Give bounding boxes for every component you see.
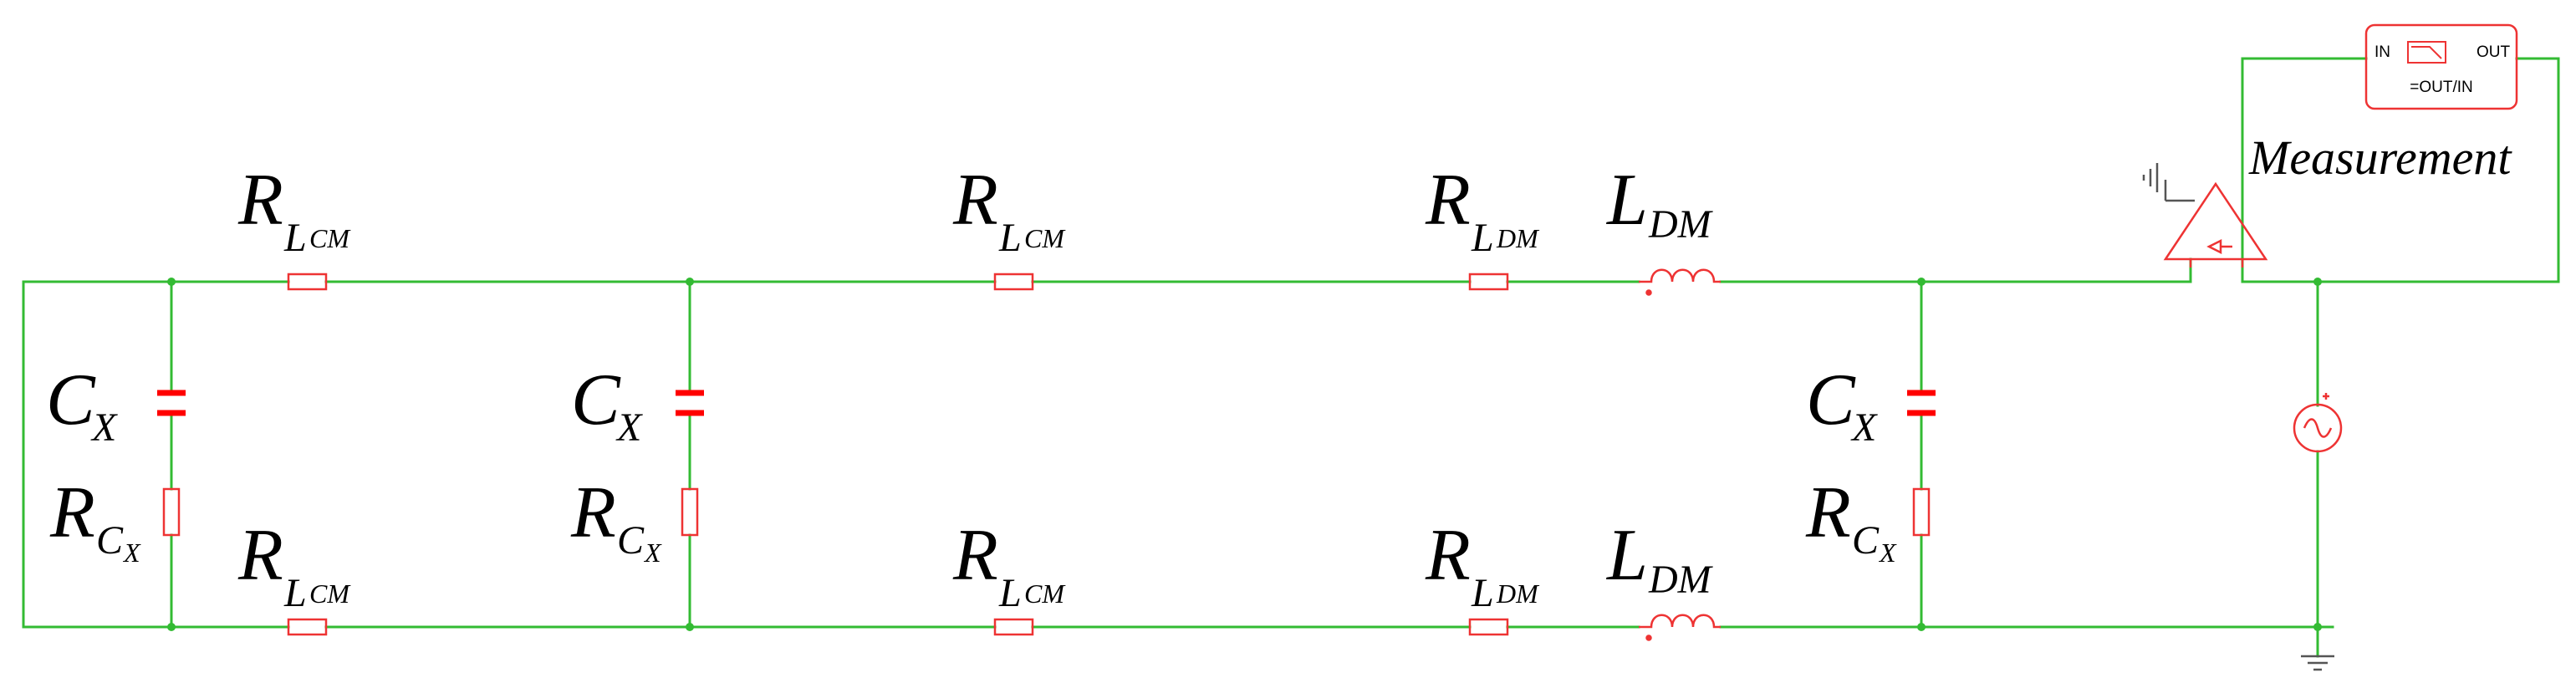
resistor-icon — [993, 273, 1034, 291]
shunt-resistor-icon — [162, 487, 1931, 537]
svg-text:C: C — [1806, 359, 1856, 441]
junction-dot — [2313, 623, 2322, 631]
measurement-in-label: IN — [2375, 43, 2390, 61]
wire-left-frame — [22, 280, 173, 629]
svg-text:CM: CM — [1024, 578, 1066, 609]
svg-text:L: L — [283, 216, 307, 260]
svg-text:L: L — [998, 571, 1022, 615]
svg-text:X: X — [122, 538, 141, 568]
op-amp-ground-icon — [2142, 163, 2195, 202]
label-ldm-bottom: L DM — [1605, 515, 1714, 602]
svg-text:R: R — [1805, 472, 1851, 553]
svg-text:L: L — [283, 571, 307, 615]
label-rldm-top: R L DM — [1425, 160, 1540, 260]
filter-icon — [2407, 41, 2446, 64]
resistor-icon — [993, 618, 1034, 636]
svg-text:R: R — [952, 515, 998, 596]
inductor-icon — [1639, 268, 1721, 296]
wires — [22, 57, 2560, 658]
label-cx-2: C X — [571, 359, 643, 450]
ground-icon — [2301, 655, 2334, 671]
svg-text:C: C — [96, 518, 124, 563]
label-rlcm-top-1: R L CM — [237, 160, 351, 260]
svg-text:X: X — [1878, 538, 1897, 568]
label-cx-1: C X — [46, 359, 118, 450]
svg-text:X: X — [643, 538, 662, 568]
svg-text:R: R — [237, 515, 283, 596]
label-ldm-top: L DM — [1605, 160, 1714, 247]
svg-text:C: C — [571, 359, 621, 441]
label-rldm-bottom: R L DM — [1425, 515, 1540, 615]
wire-measure-out — [2241, 257, 2319, 407]
svg-text:C: C — [46, 359, 96, 441]
junction-dot — [167, 623, 176, 631]
resistor-icon — [1468, 618, 1509, 636]
label-rcx-2: R C X — [570, 472, 662, 568]
wire-measure-loop-right — [2316, 57, 2560, 283]
shunt-components — [157, 390, 1936, 537]
svg-text:CM: CM — [309, 223, 351, 253]
label-rlcm-bottom-1: R L CM — [237, 515, 351, 615]
junction-dot — [1917, 623, 1926, 631]
measurement-label: Measurement — [2248, 130, 2512, 185]
junction-dot — [686, 623, 694, 631]
svg-text:L: L — [1471, 216, 1494, 260]
label-rcx-1: R C X — [49, 472, 141, 568]
ac-source-icon — [2293, 393, 2343, 453]
svg-text:L: L — [1605, 160, 1648, 241]
svg-text:CM: CM — [309, 578, 351, 609]
svg-text:CM: CM — [1024, 223, 1066, 253]
measurement-formula: =OUT/IN — [2410, 79, 2472, 96]
op-amp-icon — [2163, 181, 2268, 268]
svg-text:DM: DM — [1648, 558, 1714, 602]
measurement-box-frame — [2364, 23, 2518, 110]
svg-text:DM: DM — [1496, 223, 1540, 253]
svg-text:L: L — [998, 216, 1022, 260]
inductor-icon — [1639, 614, 1721, 641]
svg-text:L: L — [1471, 571, 1494, 615]
svg-text:L: L — [1605, 515, 1648, 596]
svg-text:R: R — [237, 160, 283, 241]
wire-measure-loop — [2241, 57, 2368, 261]
resistor-icon — [1468, 273, 1509, 291]
svg-text:R: R — [49, 472, 95, 553]
resistor-icon — [287, 273, 328, 291]
series-resistors — [287, 273, 1509, 636]
junction-dot — [167, 278, 176, 286]
measurement-out-label: OUT — [2477, 43, 2511, 61]
junction-dot — [686, 278, 694, 286]
label-rlcm-top-2: R L CM — [952, 160, 1066, 260]
junctions — [167, 278, 2322, 631]
svg-text:X: X — [1850, 405, 1878, 450]
label-rlcm-bottom-2: R L CM — [952, 515, 1066, 615]
inductors — [1639, 268, 1721, 641]
capacitor-icon — [157, 390, 1936, 416]
svg-text:X: X — [615, 405, 643, 450]
measurement-box: IN OUT =OUT/IN — [2364, 23, 2518, 110]
resistor-icon — [287, 618, 328, 636]
svg-text:R: R — [1425, 160, 1471, 241]
svg-text:R: R — [1425, 515, 1471, 596]
svg-text:X: X — [90, 405, 118, 450]
label-cx-3: C X — [1806, 359, 1878, 450]
svg-text:C: C — [1852, 518, 1880, 563]
junction-dot — [2313, 278, 2322, 286]
svg-text:C: C — [617, 518, 645, 563]
svg-text:DM: DM — [1496, 578, 1540, 609]
label-rcx-3: R C X — [1805, 472, 1897, 568]
wire-source-down — [2316, 450, 2334, 629]
svg-text:DM: DM — [1648, 202, 1714, 247]
svg-text:R: R — [952, 160, 998, 241]
junction-dot — [1917, 278, 1926, 286]
svg-text:R: R — [570, 472, 616, 553]
